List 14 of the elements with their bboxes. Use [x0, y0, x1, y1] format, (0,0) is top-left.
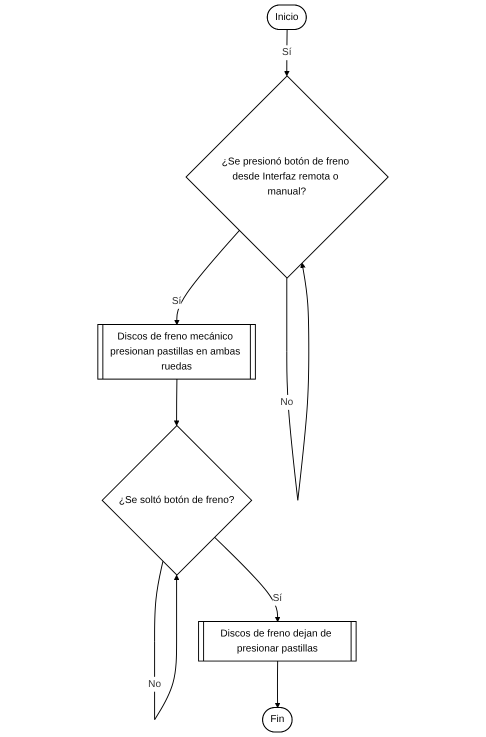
arrow: [174, 378, 180, 426]
edge-label: Sí: [272, 592, 282, 604]
edge-label: No: [280, 396, 294, 408]
arrow: [174, 230, 240, 326]
arrow: [286, 262, 310, 501]
arrow: [274, 660, 280, 708]
node-diamond: ¿Se presionó botón de freno desde Interfaz remota o manual?: [185, 75, 389, 279]
edge-label: Sí: [282, 47, 292, 58]
edge-label: No: [148, 678, 162, 690]
edge-label: Sí: [172, 296, 182, 306]
arrow: [154, 560, 180, 720]
arrow: [214, 536, 280, 622]
arrow: [284, 29, 290, 76]
node-diamond: ¿Se soltó botón de freno?: [102, 424, 252, 576]
